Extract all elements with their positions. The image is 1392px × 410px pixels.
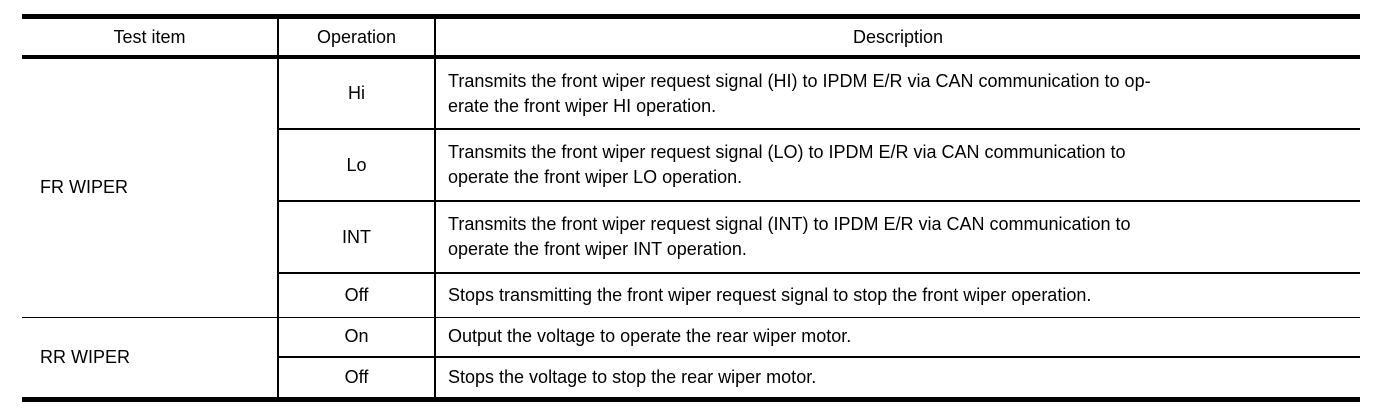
table-row-rr-on: RR WIPER On Output the voltage to operat… [22, 316, 1360, 399]
cell-operation-int: INT [277, 200, 435, 273]
table-row-fr-int: INT Transmits the front wiper request si… [22, 200, 1360, 273]
table-header-row: Test item Operation Description [22, 16, 1360, 59]
table-row-fr-lo: Lo Transmits the front wiper request sig… [22, 128, 1360, 201]
table-row-fr-off: Off Stops transmitting the front wiper r… [22, 272, 1360, 317]
cell-description-hi: Transmits the front wiper request signal… [434, 57, 1360, 129]
wiper-test-table: Test item Operation Description FR WIPER… [22, 14, 1360, 402]
header-operation: Operation [277, 16, 435, 59]
cell-operation-hi: Hi [277, 57, 435, 129]
cell-test-item-fr-wiper: FR WIPER [40, 177, 128, 198]
cell-operation-off-fr: Off [277, 272, 435, 317]
cell-test-item-rr-wiper: RR WIPER [22, 316, 278, 399]
cell-operation-off-rr: Off [277, 356, 435, 399]
cell-description-off-fr: Stops transmitting the front wiper reque… [434, 272, 1360, 317]
table-row-rr-off: Off Stops the voltage to stop the rear w… [22, 356, 1360, 399]
cell-operation-lo: Lo [277, 128, 435, 201]
cell-description-lo: Transmits the front wiper request signal… [434, 128, 1360, 201]
header-description: Description [434, 16, 1360, 59]
cell-description-on: Output the voltage to operate the rear w… [434, 316, 1360, 357]
table-row-fr-hi: FR WIPER Hi Transmits the front wiper re… [22, 57, 1360, 197]
header-test-item: Test item [22, 16, 278, 59]
cell-description-off-rr: Stops the voltage to stop the rear wiper… [434, 356, 1360, 399]
cell-operation-on: On [277, 316, 435, 357]
cell-description-int: Transmits the front wiper request signal… [434, 200, 1360, 273]
